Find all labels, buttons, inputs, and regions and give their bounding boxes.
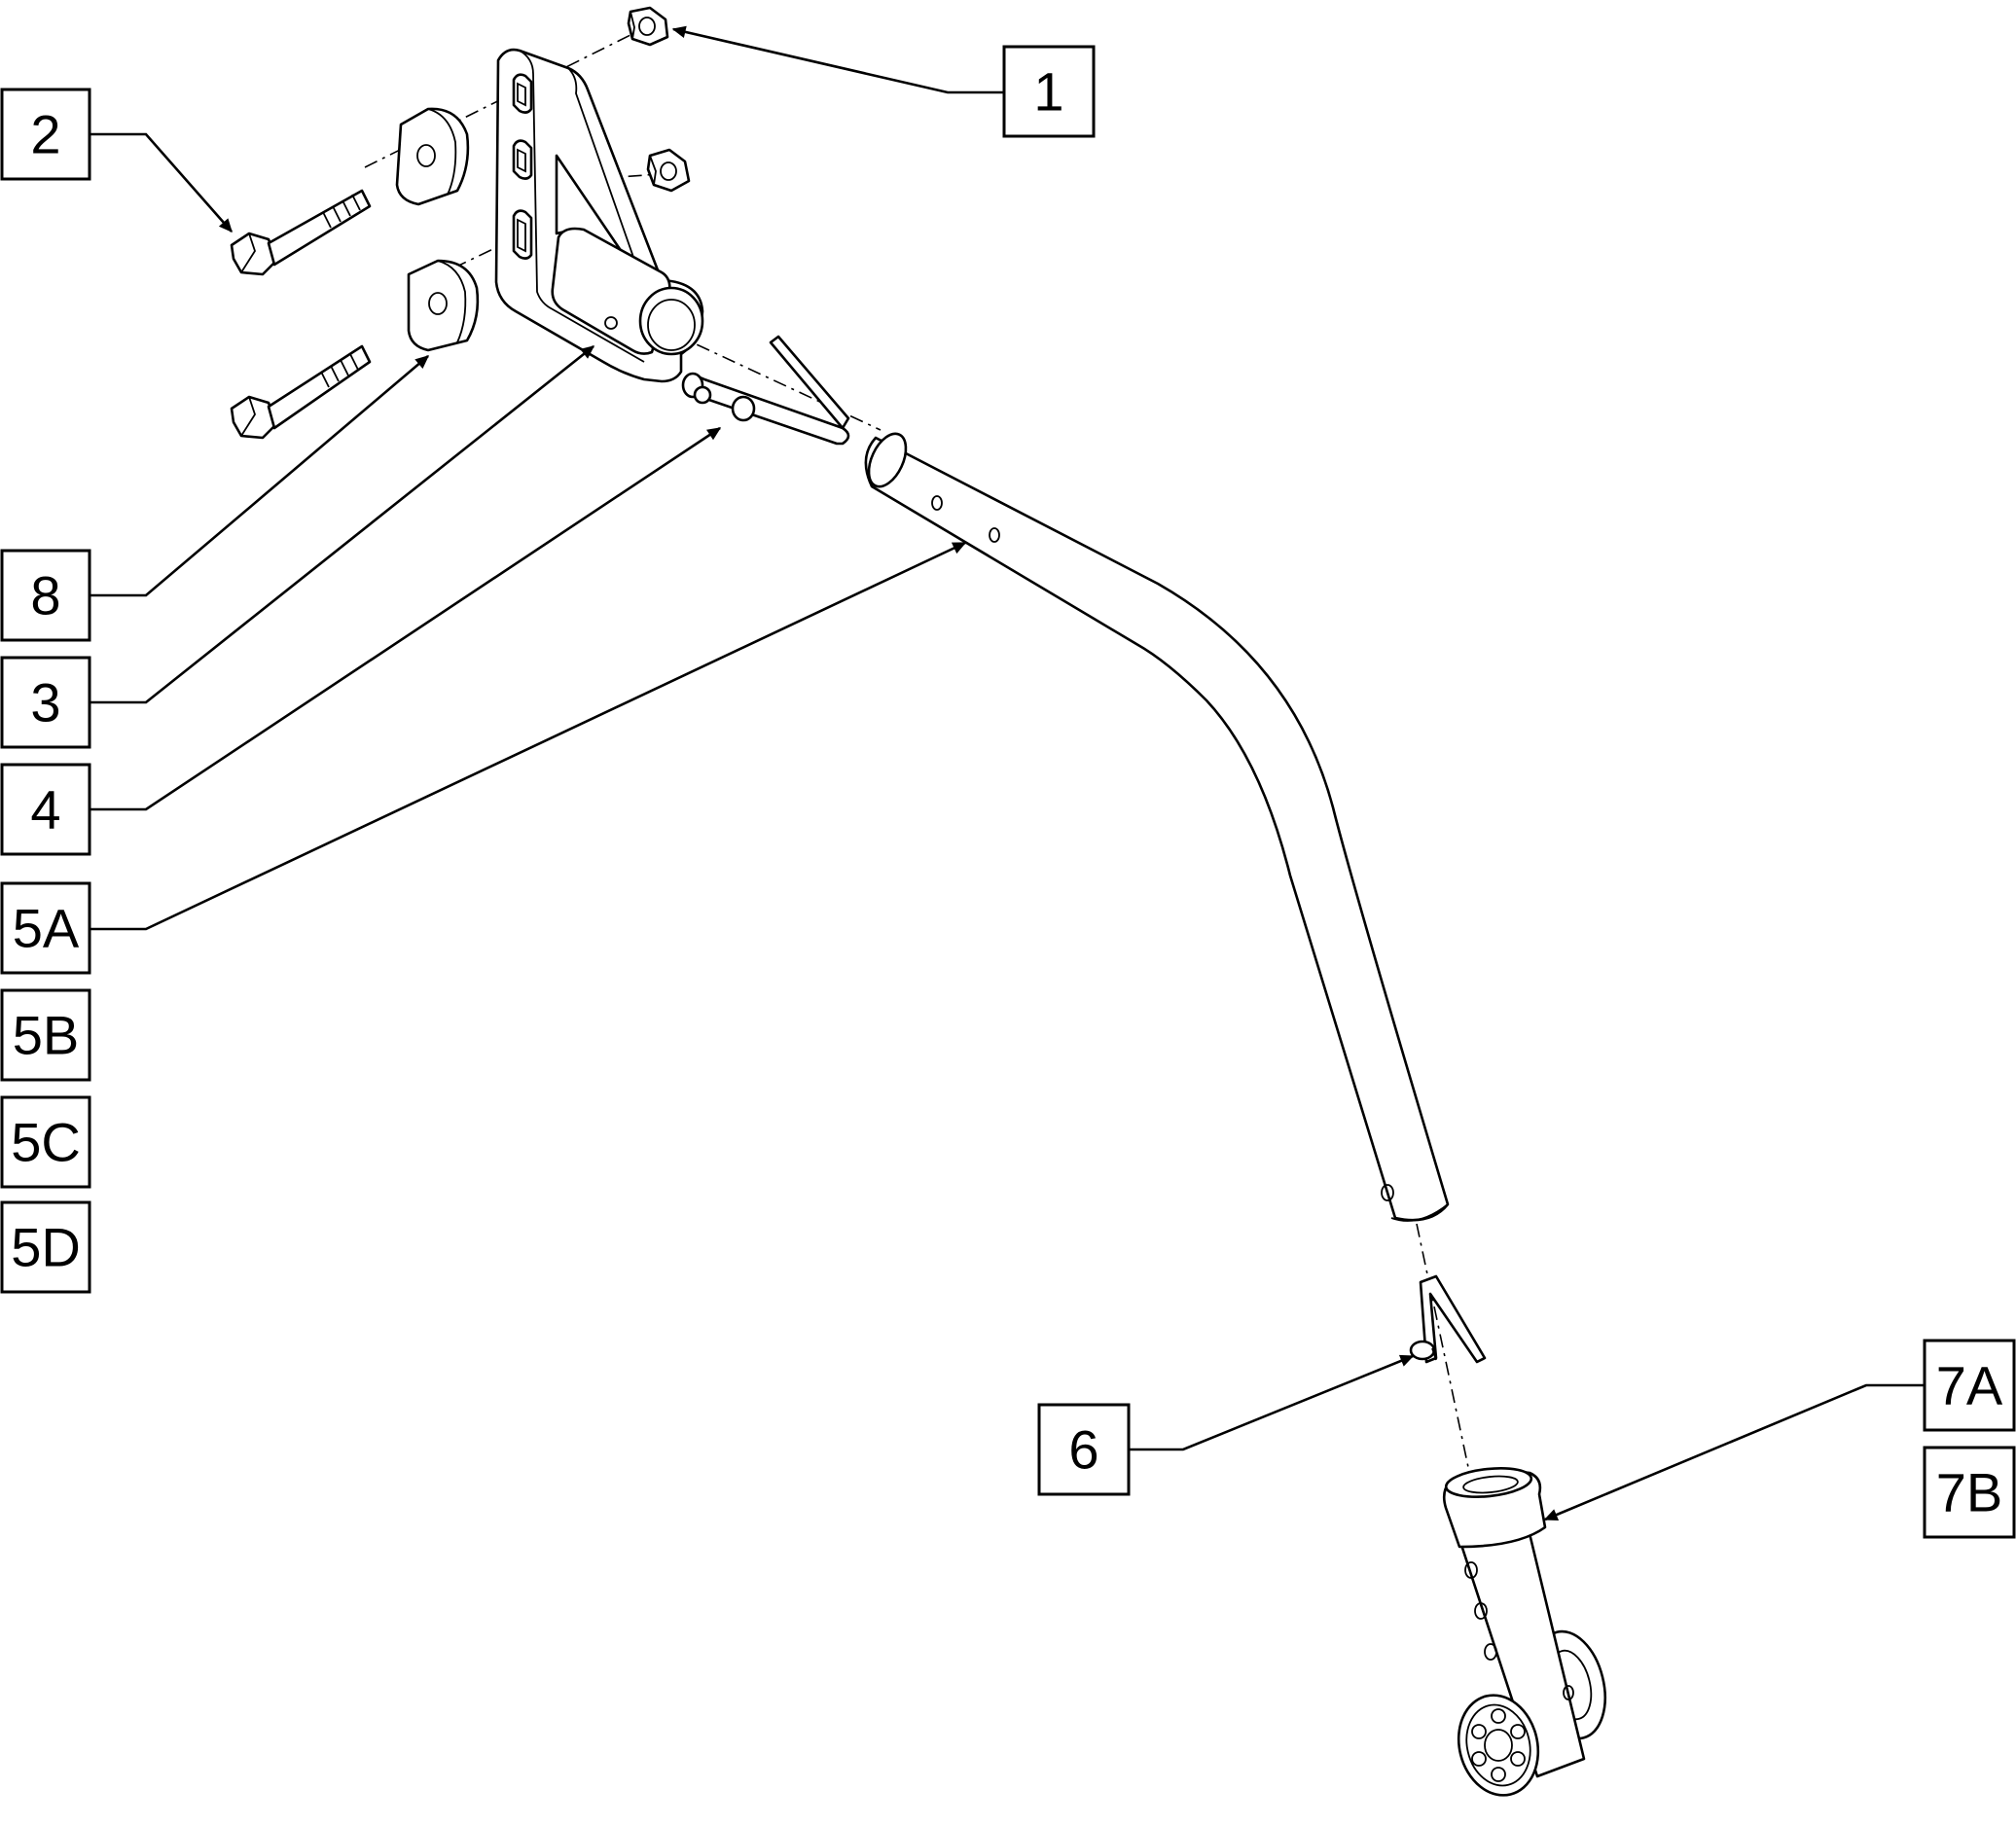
leader-lines — [90, 25, 1925, 1521]
callout-label-5d: 5D — [11, 1217, 81, 1278]
callout-4: 4 — [0, 763, 91, 856]
callout-label-5b: 5B — [13, 1005, 80, 1066]
callout-label-7b: 7B — [1936, 1462, 2003, 1523]
callout-5c: 5C — [0, 1095, 91, 1189]
hex-nut-upper — [627, 6, 669, 47]
callout-5d: 5D — [0, 1200, 91, 1294]
hex-nut-lower — [646, 148, 691, 193]
pin-lower — [1409, 1274, 1487, 1364]
callout-8: 8 — [0, 549, 91, 642]
callout-label-1: 1 — [1033, 61, 1063, 123]
callout-7b: 7B — [1923, 1446, 2016, 1539]
mounting-bracket — [494, 48, 704, 383]
leader-5a — [90, 541, 967, 931]
leader-7a — [1543, 1383, 1925, 1521]
leader-2 — [90, 132, 233, 233]
leader-6 — [1129, 1354, 1415, 1451]
callout-label-5a: 5A — [13, 898, 80, 959]
callout-label-4: 4 — [30, 779, 60, 841]
callout-5b: 5B — [0, 988, 91, 1082]
hex-bolt-lower — [230, 344, 372, 440]
leader-4 — [90, 426, 722, 811]
caster-assembly — [1442, 1467, 1606, 1797]
callout-6: 6 — [1037, 1403, 1131, 1496]
spacer-block-lower — [407, 259, 480, 352]
callout-5a: 5A — [0, 881, 91, 975]
hex-bolt-upper — [230, 189, 372, 276]
pin-upper — [681, 335, 850, 446]
leader-3 — [90, 344, 595, 704]
callout-label-5c: 5C — [11, 1112, 81, 1173]
callout-label-2: 2 — [30, 104, 60, 165]
callout-1: 1 — [1002, 45, 1096, 138]
main-tube — [864, 432, 1450, 1222]
callout-label-8: 8 — [30, 565, 60, 626]
callout-2: 2 — [0, 88, 91, 181]
callout-7a: 7A — [1923, 1339, 2016, 1432]
leader-8 — [90, 355, 430, 597]
callout-label-3: 3 — [30, 672, 60, 734]
callout-3: 3 — [0, 656, 91, 749]
spacer-block-upper — [395, 107, 470, 206]
callout-label-7a: 7A — [1936, 1355, 2003, 1416]
leader-1 — [671, 25, 1004, 94]
callout-label-6: 6 — [1068, 1419, 1098, 1481]
